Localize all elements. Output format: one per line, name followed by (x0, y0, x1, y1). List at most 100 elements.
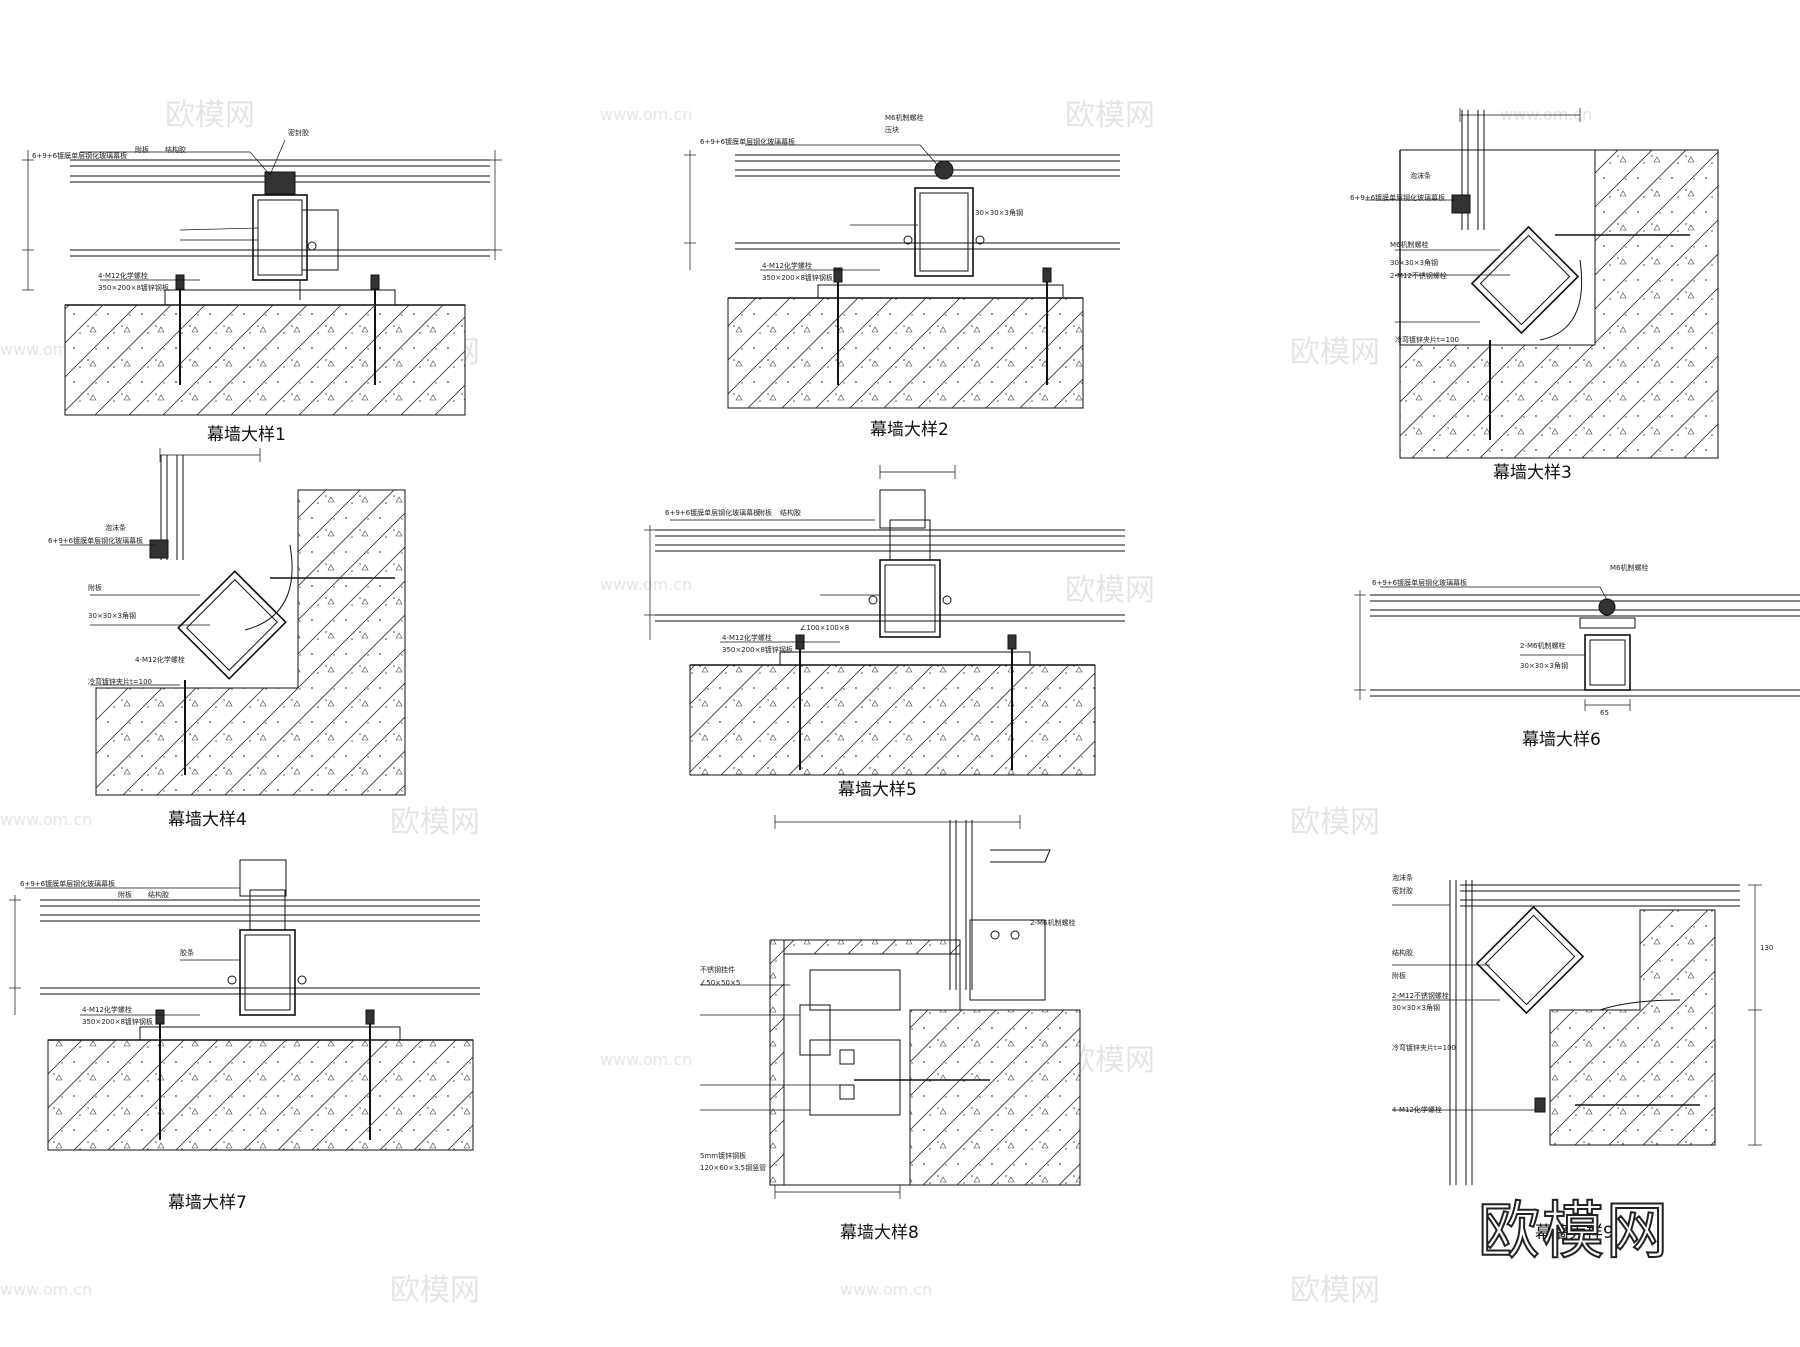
label-filler: 附板 (88, 583, 102, 592)
bracket (139, 1009, 401, 1140)
label-plate5: 5mm镀锌钢板 (700, 1151, 746, 1160)
dim-top (1459, 108, 1581, 122)
label-m6: M6机制螺栓 (885, 113, 924, 122)
caption-2: 幕墙大样2 (870, 420, 949, 440)
label-chem: 4-M12化学螺栓 (82, 1005, 132, 1014)
cover-cap (879, 489, 926, 529)
label-angle100: ∠100×100×8 (800, 624, 849, 632)
watermark-logo: 欧模网 (1290, 335, 1380, 370)
label-chem: 4-M12化学螺栓 (722, 633, 772, 642)
label-plate: 350×200×8镀锌钢板 (722, 645, 793, 654)
label-struct: 结构胶 (780, 508, 801, 517)
label-pad: 胶条 (180, 948, 194, 957)
leaders (670, 519, 880, 643)
detail-6 (1354, 586, 1800, 711)
watermark-logo: 欧模网 (1065, 98, 1155, 133)
column-cladding (769, 939, 785, 1186)
mullion (1579, 598, 1636, 691)
glass-panel (40, 899, 480, 995)
label-sealant: 密封胶 (288, 128, 309, 137)
dim-130: 130 (1760, 944, 1773, 952)
dim-65: 65 (1600, 709, 1609, 717)
mullion (252, 171, 339, 281)
leaders (1380, 586, 1608, 656)
watermark-logo: 欧模网 (165, 98, 255, 133)
caption-3: 幕墙大样3 (1493, 463, 1572, 483)
dim-right (488, 150, 502, 260)
caption-1: 幕墙大样1 (207, 425, 286, 445)
caption-6: 幕墙大样6 (1522, 730, 1601, 750)
dim-left (22, 150, 34, 291)
detail-3 (1365, 108, 1719, 459)
caption-9: 幕墙大样9 (1535, 1223, 1614, 1243)
leaders (1392, 904, 1535, 1111)
label-bolt2m6: 2-M6机制螺栓 (1030, 918, 1075, 927)
leaders (700, 984, 840, 1111)
label-filler: 附板 (1392, 971, 1406, 980)
mullion (227, 889, 307, 1016)
handle (990, 849, 1051, 863)
detail-2 (684, 144, 1120, 409)
watermark-site: www.om.cn (600, 105, 692, 124)
dim-top (774, 815, 1021, 829)
detail-4 (60, 448, 406, 796)
label-steel: 不锈钢挂件 (700, 965, 735, 974)
dim-top (159, 448, 261, 462)
label-glass: 6+9+6镀膜单层钢化玻璃幕板 (1372, 578, 1467, 587)
label-plate: 350×200×8镀锌钢板 (82, 1017, 153, 1026)
label-steel-angle: 30×30×3角钢 (1392, 1003, 1440, 1012)
concrete-slab (47, 1039, 474, 1151)
watermark-site: www.om.cn (840, 1280, 932, 1299)
dim-right (1748, 884, 1762, 1146)
label-drain: 冷弯镀锌夹片t=100 (1395, 335, 1459, 344)
leaders (25, 887, 240, 1016)
label-foam: 泡沫条 (105, 523, 126, 532)
label-drain: 冷弯镀锌夹片t=100 (1392, 1043, 1456, 1052)
watermark-logo: 欧模网 (390, 1273, 480, 1308)
label-steel-angle: 30×30×3角钢 (1520, 661, 1568, 670)
dim-bottom (774, 1185, 901, 1199)
watermark-site: www.om.cn (0, 1280, 92, 1299)
label-chem: 4-M12化学螺栓 (762, 261, 812, 270)
mullion (868, 519, 952, 638)
detail-5 (644, 465, 1125, 776)
leaders (60, 544, 210, 686)
label-struct: 结构胶 (165, 145, 186, 154)
glass-vertical (949, 820, 973, 990)
leaders (1365, 199, 1510, 323)
detail-8 (700, 815, 1081, 1199)
label-plate: 350×200×8镀锌钢板 (762, 273, 833, 282)
dim-left (684, 150, 696, 270)
label-glass: 6+9+6镀膜单层钢化玻璃幕板 (20, 879, 115, 888)
detail-7 (9, 859, 480, 1151)
label-steel-angle: 30×30×3角钢 (88, 611, 136, 620)
detail-1 (22, 139, 502, 416)
label-pipe: 120×60×3.5钢竖管 (700, 1163, 766, 1172)
detail-9 (1392, 880, 1762, 1185)
label-filler: 附板 (758, 508, 772, 517)
label-m12: 2-M12不锈钢螺栓 (1392, 991, 1449, 1000)
mullion (903, 160, 985, 277)
caption-8: 幕墙大样8 (840, 1223, 919, 1243)
label-struct: 结构胶 (1392, 948, 1413, 957)
concrete-slab (727, 297, 1084, 409)
concrete-slab (64, 304, 466, 416)
label-chem: 4-M12化学螺栓 (135, 655, 185, 664)
dim-bottom (1584, 699, 1631, 711)
glass-panel (735, 154, 1120, 250)
mullion-rotated (177, 570, 287, 680)
label-glass: 6+9+6镀膜单层钢化玻璃幕板 (32, 151, 127, 160)
concrete-corner (95, 489, 406, 796)
watermark-logo: 欧模网 (1290, 1273, 1380, 1308)
label-plate: 350×200×8镀锌钢板 (98, 283, 169, 292)
caption-7: 幕墙大样7 (168, 1193, 247, 1213)
label-glass: 6+9+6镀膜单层钢化玻璃幕板 (48, 536, 143, 545)
label-struct: 结构胶 (148, 890, 169, 899)
label-chem: 4-M12化学螺栓 (98, 271, 148, 280)
watermark-logo: 欧模网 (1290, 805, 1380, 840)
label-chem: 4-M12化学螺栓 (1392, 1105, 1442, 1114)
dim-left (644, 525, 656, 640)
label-m12: 2-M12不锈钢螺栓 (1390, 271, 1447, 280)
concrete-wall (909, 1009, 1081, 1186)
